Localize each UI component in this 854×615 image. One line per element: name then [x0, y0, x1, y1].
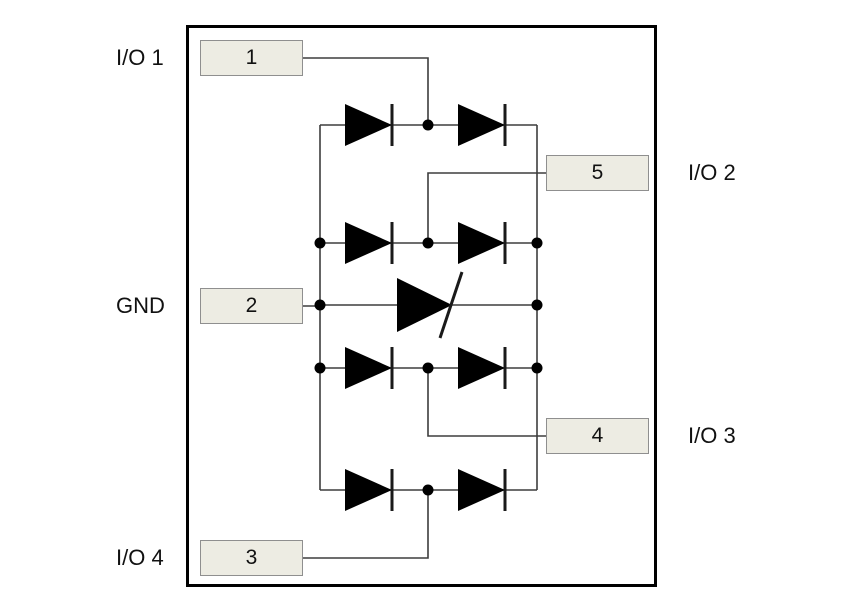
diode-symbol — [345, 469, 392, 511]
diode-pair-row5 — [345, 469, 507, 511]
pin-number: 1 — [245, 46, 258, 69]
diode-symbol — [345, 222, 392, 264]
diode-pair-row1 — [345, 104, 507, 146]
diode-symbol — [458, 347, 505, 389]
wire-pin4-to-row4 — [427, 368, 546, 437]
junction-dot — [422, 119, 434, 131]
junction-dot — [531, 362, 543, 374]
pin-number: 2 — [245, 294, 258, 317]
pin-label-io4: I/O 4 — [116, 545, 164, 570]
diode-pair-row2 — [345, 222, 507, 264]
diode-symbol — [345, 104, 392, 146]
pin-label-io3: I/O 3 — [688, 423, 736, 448]
junction-dot — [531, 237, 543, 249]
pin-number: 5 — [591, 161, 604, 184]
pin-box-3: 3 — [200, 540, 303, 576]
junction-dot — [314, 299, 326, 311]
diode-symbol — [458, 469, 505, 511]
pin-box-2: 2 — [200, 288, 303, 324]
junction-dot — [531, 299, 543, 311]
pin-label-gnd: GND — [116, 293, 165, 318]
diode-symbol — [458, 222, 505, 264]
junction-dot — [314, 237, 326, 249]
diode-symbol — [458, 104, 505, 146]
wire-pin3-to-row5 — [302, 490, 429, 559]
pin-number: 3 — [245, 546, 258, 569]
pin-box-1: 1 — [200, 40, 303, 76]
wire-pin5-to-row2 — [427, 172, 546, 243]
device-outline — [186, 25, 657, 587]
diode-pair-row4 — [345, 347, 507, 389]
junction-dot — [422, 484, 434, 496]
pin-label-io1: I/O 1 — [116, 45, 164, 70]
diode-symbol — [345, 347, 392, 389]
junction-dot — [314, 362, 326, 374]
pin-label-io2: I/O 2 — [688, 160, 736, 185]
zener-cathode-bar — [438, 271, 464, 339]
junction-dot — [422, 237, 434, 249]
diode-symbol — [397, 278, 452, 332]
pin-number: 4 — [591, 424, 604, 447]
zener-diode-symbol — [397, 271, 464, 339]
pin-box-4: 4 — [546, 418, 649, 454]
wire-pin1-to-row1 — [302, 57, 429, 125]
junction-dots — [314, 119, 543, 496]
junction-dot — [422, 362, 434, 374]
pin-box-5: 5 — [546, 155, 649, 191]
